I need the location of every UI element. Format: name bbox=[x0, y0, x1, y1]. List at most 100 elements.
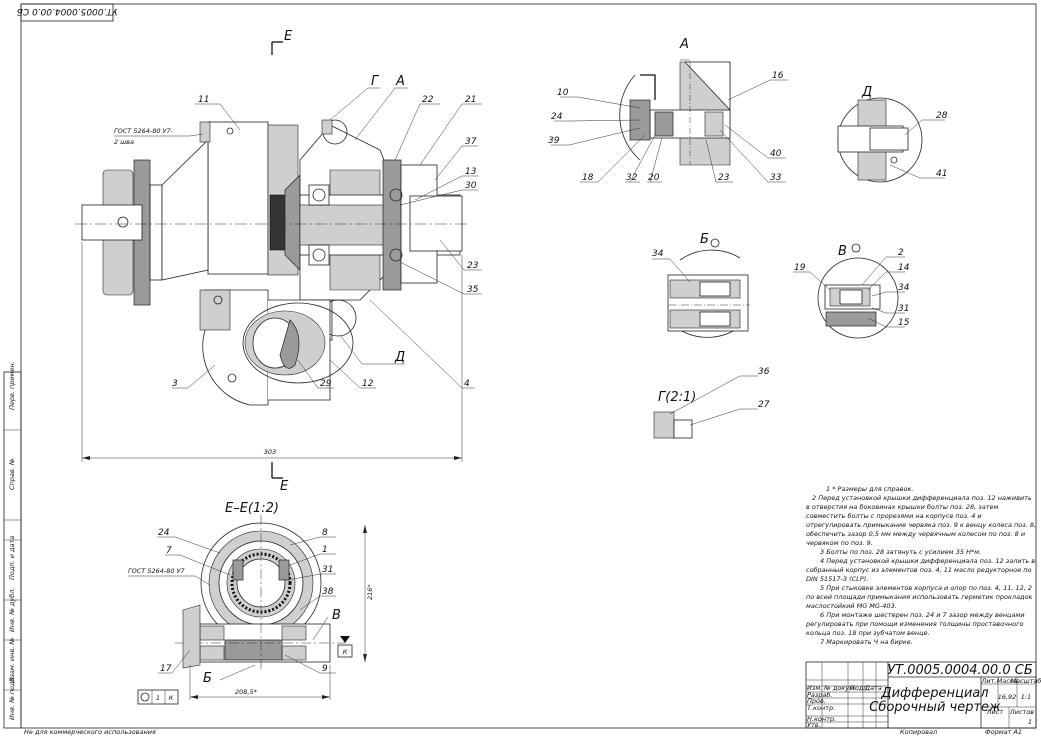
title-block-subname: Сборочный чертеж bbox=[869, 700, 1001, 715]
section-e-bottom-label: Е bbox=[280, 479, 289, 494]
title-block-name: Дифференциал bbox=[880, 686, 988, 701]
position-leaders-main: 11 22 21 37 13 30 23 35 4 12 29 3 bbox=[172, 95, 482, 389]
view-b-title: Б bbox=[700, 232, 709, 247]
title-block-scale: 1:1 bbox=[1021, 693, 1031, 701]
pos-label: 20 bbox=[648, 173, 660, 183]
pos-label: 35 bbox=[467, 285, 479, 295]
position-leaders-ee: 24 7 8 1 31 38 17 9 bbox=[157, 528, 336, 674]
side-stamp-item: Взам. инв. № bbox=[8, 638, 16, 682]
weld-note-main: ГОСТ 5264-80 У7- bbox=[114, 127, 174, 135]
pos-label: 19 bbox=[794, 263, 806, 273]
format-label: Формат А1 bbox=[985, 728, 1022, 736]
pos-label: 7 bbox=[166, 546, 172, 556]
note-line: в отверстия на боковинах крышки болты по… bbox=[806, 503, 998, 511]
pos-label: 39 bbox=[548, 136, 560, 146]
note-line: 3 Болты по поз. 28 затянуть с усилием 35… bbox=[820, 548, 981, 556]
title-block-sign-label: Пров. bbox=[807, 697, 826, 705]
pos-label: 36 bbox=[758, 367, 770, 377]
pos-label: 38 bbox=[322, 587, 334, 597]
pos-label: 14 bbox=[898, 263, 910, 273]
dimension-208: 208,5* bbox=[235, 688, 258, 696]
note-line: обеспечить зазор 0,5 мм между червячным … bbox=[806, 530, 1025, 538]
pos-label: 18 bbox=[582, 173, 594, 183]
callout-g-label: Г bbox=[371, 74, 380, 89]
title-block-row-label: Изм. bbox=[807, 684, 822, 692]
title-block-row-label: Дата bbox=[864, 684, 882, 692]
side-stamp-item: Справ. № bbox=[8, 458, 16, 490]
callout-v-label: В bbox=[332, 608, 341, 623]
weld-note-ee: ГОСТ 5264-80 У7 bbox=[128, 567, 185, 575]
side-stamp-item: Подп. и дата bbox=[8, 536, 16, 580]
title-block-row-label: № докум. bbox=[823, 684, 856, 692]
pos-label: 11 bbox=[198, 95, 209, 105]
pos-label: 24 bbox=[158, 528, 170, 538]
pos-label: 23 bbox=[718, 173, 730, 183]
pos-label: 10 bbox=[557, 88, 569, 98]
pos-label: 32 bbox=[626, 173, 638, 183]
title-block-mass: 16,92 bbox=[998, 693, 1017, 701]
pos-label: 15 bbox=[898, 318, 910, 328]
view-g-title: Г(2:1) bbox=[658, 390, 696, 405]
note-line: 7 Маркировать Ч на бирке. bbox=[820, 638, 913, 646]
note-line: маслостойкий МG MG-403. bbox=[806, 602, 897, 610]
technical-requirements: 1 * Размеры для справок. 2 Перед установ… bbox=[805, 485, 1036, 646]
pos-label: 8 bbox=[322, 528, 328, 538]
pos-label: 21 bbox=[465, 95, 476, 105]
dimension-216: 216* bbox=[366, 584, 374, 600]
detail-view-d: Д 28 41 bbox=[837, 85, 948, 183]
pos-label: 23 bbox=[467, 261, 479, 271]
pos-label: 12 bbox=[362, 379, 374, 389]
base-k-label: К bbox=[343, 648, 348, 656]
section-view-ee: Е–Е(1:2) 208,5* 216* 1 К bbox=[128, 501, 374, 705]
callout-b-label: Б bbox=[203, 671, 212, 686]
title-block-sheets-label: Листов bbox=[1009, 708, 1034, 716]
top-code-text: УТ.0005.0004.00.0 СБ bbox=[17, 6, 118, 16]
side-stamp: Перв. примен. Справ. № Подп. и дата Инв.… bbox=[3, 361, 22, 729]
note-line: совместить болты с прорезями на корпусе … bbox=[806, 512, 982, 520]
note-line: кольца поз. 18 при зубчатом венце. bbox=[806, 629, 930, 637]
title-block-sheets-count: 1 bbox=[1028, 718, 1032, 726]
title-block-col-lit: Лит. bbox=[981, 677, 997, 685]
note-line: 5 При стыковке элементов корпуса и опор … bbox=[820, 584, 1032, 592]
note-line: регулировать при помощи изменения толщин… bbox=[805, 620, 1024, 628]
side-stamp-item: Инв. № подл. bbox=[8, 675, 16, 720]
title-block-sheet-label: Лист bbox=[986, 708, 1004, 716]
pos-label: 28 bbox=[936, 111, 948, 121]
main-assembly-view: Е bbox=[75, 29, 482, 494]
pos-label: 29 bbox=[320, 379, 332, 389]
bottom-left-note: Не для коммерческого использования bbox=[24, 728, 156, 736]
pos-label: 27 bbox=[758, 400, 770, 410]
note-line: собранный корпус из элементов поз. 4, 11… bbox=[806, 566, 1032, 574]
note-line: отрегулировать примыкание червяка поз. 9… bbox=[806, 521, 1036, 529]
pos-label: 41 bbox=[936, 169, 947, 179]
pos-label: 22 bbox=[422, 95, 434, 105]
title-block-sign-label: Разраб. bbox=[807, 691, 833, 699]
dimension-303: 303 bbox=[264, 448, 276, 456]
top-code-stamp: УТ.0005.0004.00.0 СБ bbox=[17, 3, 118, 22]
callout-d-label: Д bbox=[394, 350, 405, 365]
drawing-frame bbox=[20, 3, 1037, 729]
detail-view-v: В 19 2 14 34 31 15 bbox=[793, 243, 910, 339]
pos-label: 4 bbox=[464, 379, 470, 389]
note-line: 2 Перед установкой крышки дифференциала … bbox=[812, 494, 1032, 502]
weld-note-main-2: 2 шва bbox=[114, 138, 134, 146]
view-a-title: А bbox=[679, 37, 689, 52]
view-v-title: В bbox=[838, 244, 847, 259]
pos-label: 34 bbox=[652, 249, 664, 259]
view-d-title: Д bbox=[861, 85, 872, 100]
section-e-top-label: Е bbox=[284, 29, 293, 44]
pos-label: 40 bbox=[770, 149, 782, 159]
title-block-row-label: Подп. bbox=[850, 684, 870, 692]
pos-label: 37 bbox=[465, 137, 477, 147]
pos-label: 31 bbox=[322, 565, 333, 575]
pos-label: 17 bbox=[160, 664, 172, 674]
tol-value: 1 bbox=[156, 694, 160, 702]
pos-label: 31 bbox=[898, 304, 909, 314]
note-line: по всей площади примыкания использовать … bbox=[806, 593, 1033, 601]
title-block: УТ.0005.0004.00.0 СБ Дифференциал Сбороч… bbox=[805, 661, 1041, 729]
position-leaders-a: 10 24 39 18 32 20 23 33 40 16 bbox=[548, 71, 788, 183]
view-ee-title: Е–Е(1:2) bbox=[225, 501, 279, 516]
tol-base: К bbox=[169, 694, 174, 702]
